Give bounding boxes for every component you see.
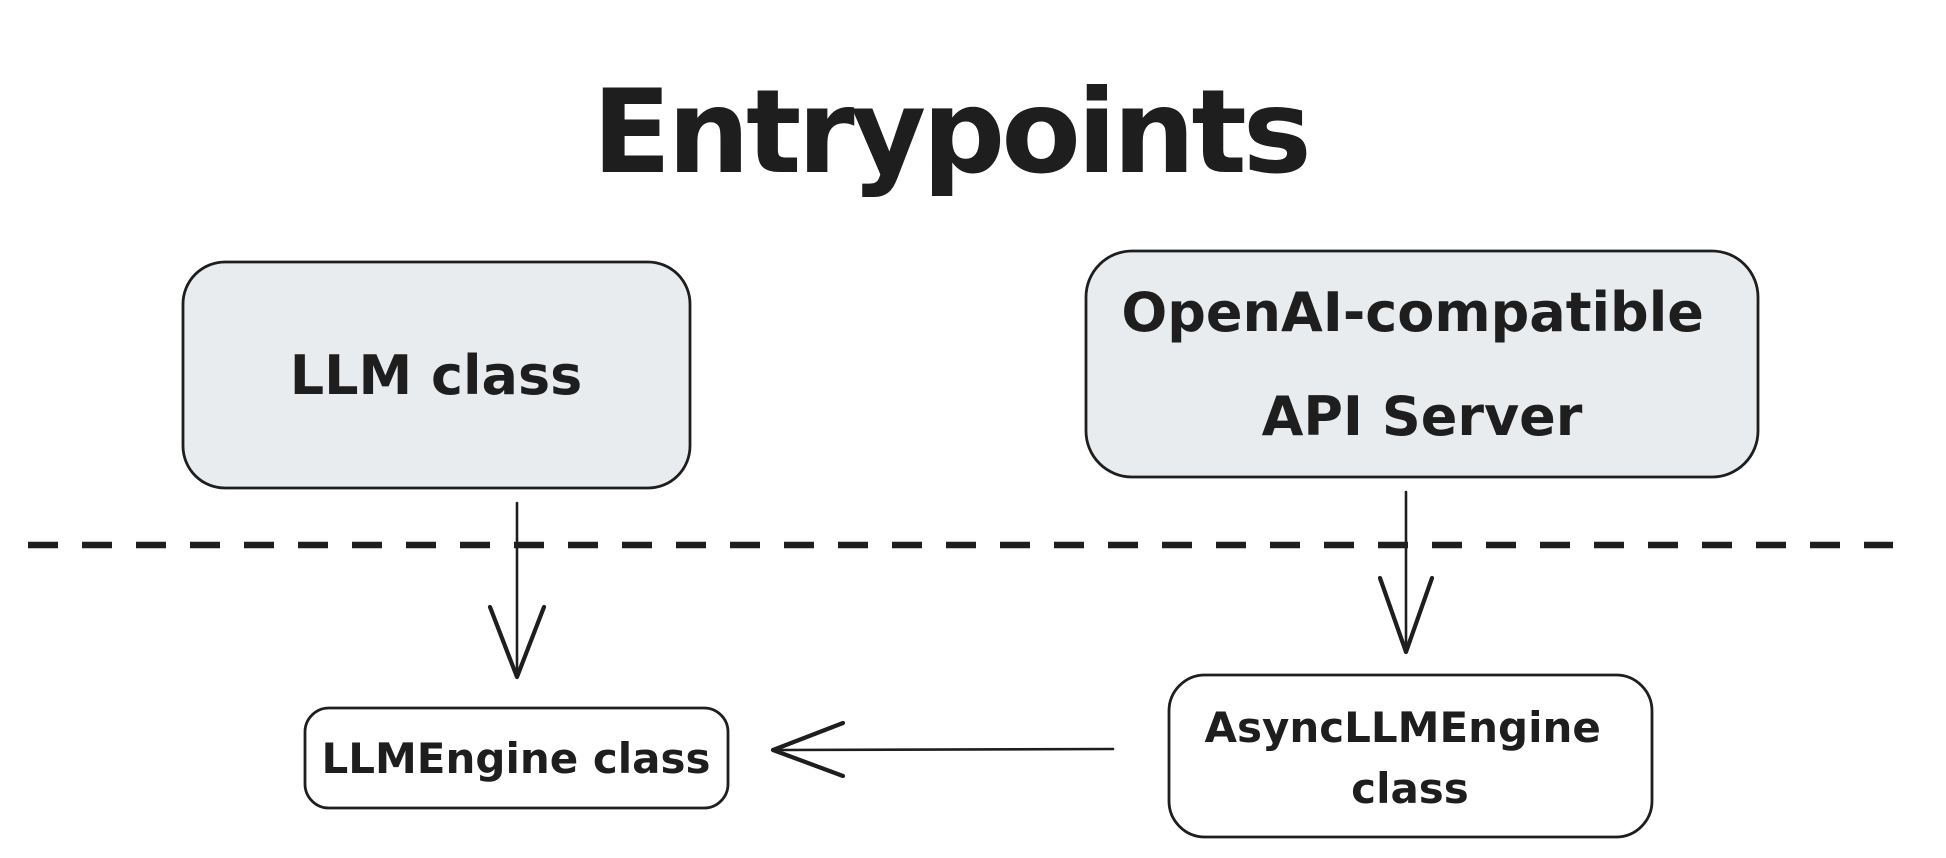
node-llm-class-label: LLM class [290, 344, 583, 407]
arrow-down-icon [1377, 575, 1435, 655]
arrow-asyncllmengine-to-llmengine-stem [777, 747, 1115, 752]
node-llmengine-class-box [303, 706, 730, 810]
node-openai-api-server-label: OpenAI-compatible API Server [1121, 281, 1722, 448]
node-openai-api-server-label-line1: OpenAI-compatible [1121, 281, 1704, 344]
arrow-down-icon [487, 604, 547, 680]
arrow-asyncllmengine-to-llmengine [770, 720, 1115, 779]
node-llmengine-class-label: LLMEngine class [321, 734, 710, 783]
node-asyncllmengine-label-line1: AsyncLLMEngine [1204, 703, 1600, 752]
node-asyncllmengine-class: AsyncLLMEngine class [1167, 673, 1654, 839]
node-openai-api-server: OpenAI-compatible API Server [1084, 249, 1760, 479]
diagram-title: Entrypoints [592, 65, 1308, 200]
node-openai-api-server-label-line2: API Server [1262, 385, 1583, 448]
node-llmengine-class: LLMEngine class [303, 706, 730, 810]
node-asyncllmengine-class-label: AsyncLLMEngine class [1204, 703, 1615, 813]
node-asyncllmengine-label-line2: class [1351, 764, 1469, 813]
node-asyncllmengine-class-box [1167, 673, 1654, 839]
node-llm-class: LLM class [181, 260, 692, 490]
node-openai-api-server-box [1084, 249, 1760, 479]
arrow-llm-to-llmengine [487, 501, 547, 680]
arrow-left-icon [770, 720, 846, 779]
node-llm-class-box [181, 260, 692, 490]
arrow-apiserver-to-asyncllmengine [1377, 490, 1435, 655]
